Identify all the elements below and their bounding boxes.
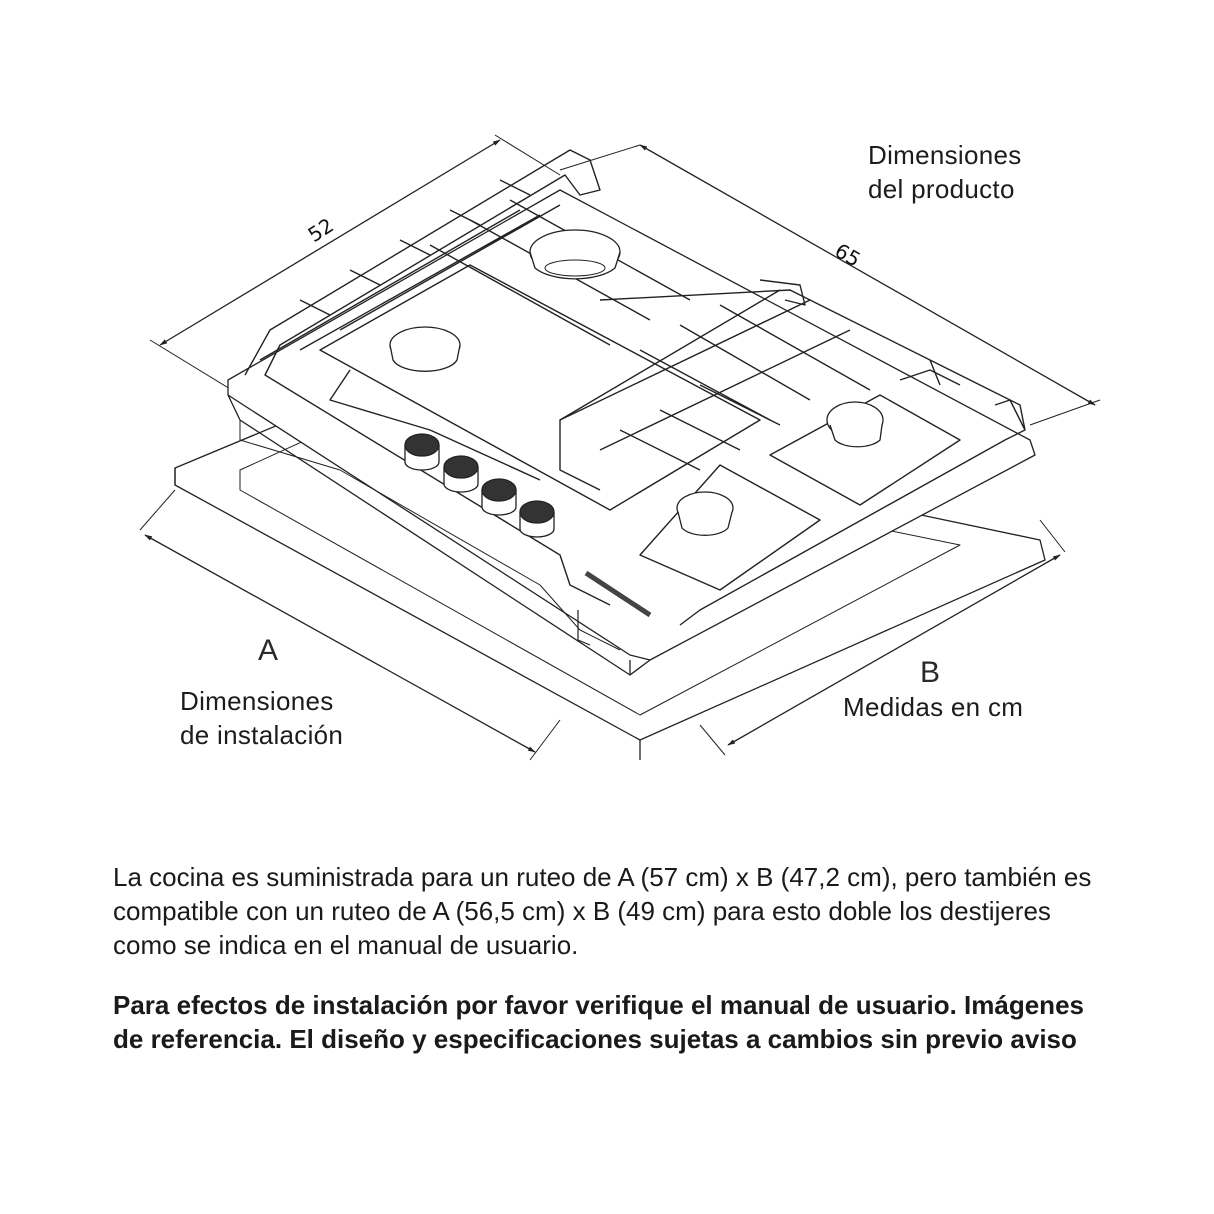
product-label-line1: Dimensiones	[868, 140, 1022, 170]
letter-b: B	[920, 656, 941, 689]
cooktop-diagram	[139, 134, 1101, 761]
routing-note: La cocina es suministrada para un ruteo …	[113, 862, 1092, 960]
control-knob-2	[443, 455, 479, 493]
brand-plate	[577, 570, 652, 646]
control-knob-1	[404, 433, 440, 471]
cooktop-body	[227, 189, 1036, 676]
dimension-line-b	[699, 519, 1066, 756]
installation-dimensions-label: Dimensiones de instalación	[180, 684, 343, 752]
dimension-line-a	[139, 489, 561, 761]
installation-label-line2: de instalación	[180, 720, 344, 750]
dimension-line-width	[559, 144, 1101, 426]
burner-front-left	[389, 326, 461, 372]
installation-label-line1: Dimensiones	[180, 686, 334, 716]
disclaimer-note: Para efectos de instalación por favor ve…	[113, 990, 1084, 1054]
burner-rear-left	[529, 229, 621, 280]
control-knob-4	[519, 500, 555, 538]
letter-a: A	[258, 634, 279, 667]
product-dimensions-label: Dimensiones del producto	[868, 138, 1022, 206]
grate-left	[244, 149, 806, 606]
units-label: Medidas en cm	[843, 692, 1024, 722]
product-label-line2: del producto	[868, 174, 1015, 204]
burner-front-right	[676, 491, 734, 536]
burner-rear-right	[826, 401, 884, 448]
dimension-line-depth	[149, 134, 561, 396]
control-knob-3	[481, 478, 517, 516]
